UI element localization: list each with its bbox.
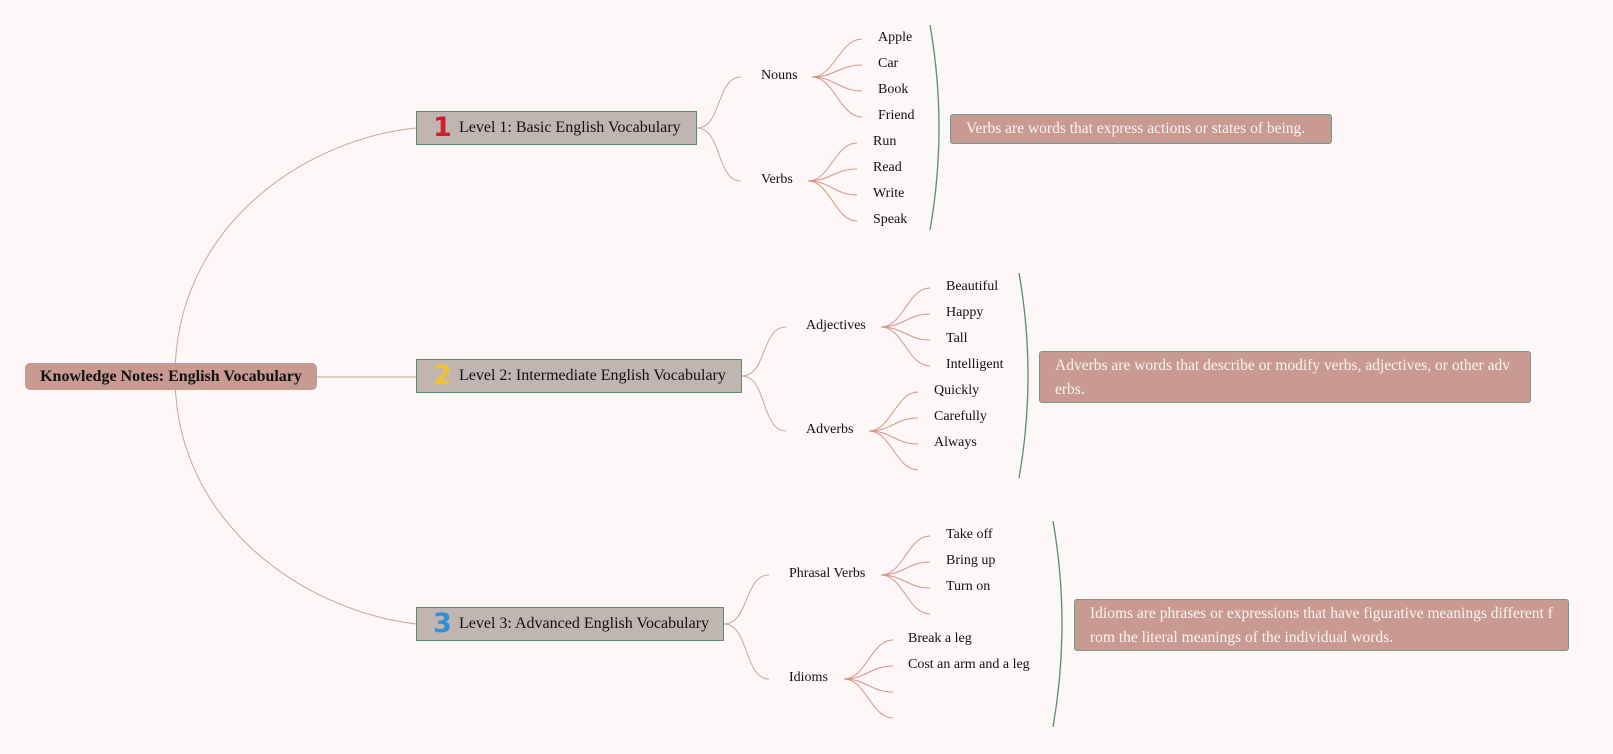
link-cat-1-1-leaf-1	[811, 38, 863, 78]
link-cat-1-1-leaf-2	[811, 64, 863, 78]
note-verbs[interactable]: Verbs are words that express actions or …	[950, 114, 1332, 144]
link-cat-2-1-leaf-4	[880, 326, 931, 367]
category-verbs[interactable]: Verbs	[761, 172, 793, 187]
link-cat-3-1-leaf-4	[880, 574, 931, 615]
leaf-take-off[interactable]: Take off	[946, 527, 993, 542]
root-topic[interactable]: Knowledge Notes: English Vocabulary	[25, 363, 317, 390]
category-phrasal-verbs[interactable]: Phrasal Verbs	[789, 566, 866, 581]
link-cat-1-1-leaf-4	[811, 76, 863, 118]
link-cat-2-2-leaf-4	[868, 430, 919, 471]
link-root-level-3	[174, 375, 417, 625]
level-1-topic[interactable]: 1 Level 1: Basic English Vocabulary	[416, 111, 697, 145]
link-cat-2-2-leaf-1	[868, 391, 919, 432]
leaf-car[interactable]: Car	[878, 56, 899, 71]
leaf-speak[interactable]: Speak	[873, 212, 908, 227]
leaf-tall[interactable]: Tall	[946, 331, 968, 346]
leaf-happy[interactable]: Happy	[946, 305, 984, 320]
link-cat-1-2-leaf-4	[807, 180, 858, 222]
link-cat-3-2-leaf-1	[843, 639, 894, 680]
leaf-apple[interactable]: Apple	[878, 30, 913, 45]
category-adverbs[interactable]: Adverbs	[806, 422, 854, 437]
level-3-topic[interactable]: 3 Level 3: Advanced English Vocabulary	[416, 607, 724, 641]
category-adjectives[interactable]: Adjectives	[806, 318, 866, 333]
leaf-break-a-leg[interactable]: Break a leg	[908, 631, 972, 646]
link-cat-2-1-leaf-1	[880, 287, 931, 328]
leaf-always[interactable]: Always	[934, 435, 977, 450]
number-3-icon: 3	[433, 608, 452, 639]
leaf-read[interactable]: Read	[873, 160, 902, 175]
level-2-topic[interactable]: 2 Level 2: Intermediate English Vocabula…	[416, 359, 742, 393]
category-nouns[interactable]: Nouns	[761, 68, 798, 83]
link-cat-2-2-leaf-2	[868, 417, 919, 432]
leaf-turn-on[interactable]: Turn on	[946, 579, 991, 594]
leaf-intelligent[interactable]: Intelligent	[946, 357, 1004, 372]
leaf-carefully[interactable]: Carefully	[934, 409, 987, 424]
level-3-label: Level 3: Advanced English Vocabulary	[459, 615, 710, 632]
link-level-3-cat-2	[723, 623, 770, 680]
link-cat-3-2-leaf-4	[843, 678, 894, 719]
leaf-friend[interactable]: Friend	[878, 108, 915, 123]
note-idioms[interactable]: Idioms are phrases or expressions that h…	[1074, 599, 1569, 651]
link-cat-2-1-leaf-2	[880, 313, 931, 328]
link-cat-1-2-leaf-1	[807, 142, 858, 182]
link-level-1-cat-2	[696, 127, 742, 182]
leaf-write[interactable]: Write	[873, 186, 905, 201]
leaf-cost-an-arm-and-a-leg[interactable]: Cost an arm and a leg	[908, 657, 1030, 672]
link-level-3-cat-1	[723, 574, 770, 625]
link-root-level-1	[174, 127, 417, 377]
leaf-book[interactable]: Book	[878, 82, 909, 97]
bracket-level-1	[929, 24, 940, 231]
link-cat-3-1-leaf-2	[880, 561, 931, 576]
link-level-2-cat-2	[741, 375, 787, 432]
link-cat-3-1-leaf-1	[880, 535, 931, 576]
level-1-label: Level 1: Basic English Vocabulary	[459, 119, 681, 136]
leaf-bring-up[interactable]: Bring up	[946, 553, 996, 568]
leaf-beautiful[interactable]: Beautiful	[946, 279, 999, 294]
bracket-level-3	[1052, 520, 1063, 728]
note-adverbs[interactable]: Adverbs are words that describe or modif…	[1039, 351, 1531, 403]
leaf-quickly[interactable]: Quickly	[934, 383, 980, 398]
number-1-icon: 1	[433, 112, 452, 143]
bracket-level-2	[1018, 272, 1029, 479]
number-2-icon: 2	[433, 360, 452, 391]
link-level-1-cat-1	[696, 76, 742, 129]
leaf-run[interactable]: Run	[873, 134, 897, 149]
link-cat-1-2-leaf-2	[807, 168, 858, 182]
link-cat-3-2-leaf-2	[843, 665, 894, 680]
category-idioms[interactable]: Idioms	[789, 670, 828, 685]
level-2-label: Level 2: Intermediate English Vocabulary	[459, 367, 726, 384]
link-level-2-cat-1	[741, 326, 787, 377]
